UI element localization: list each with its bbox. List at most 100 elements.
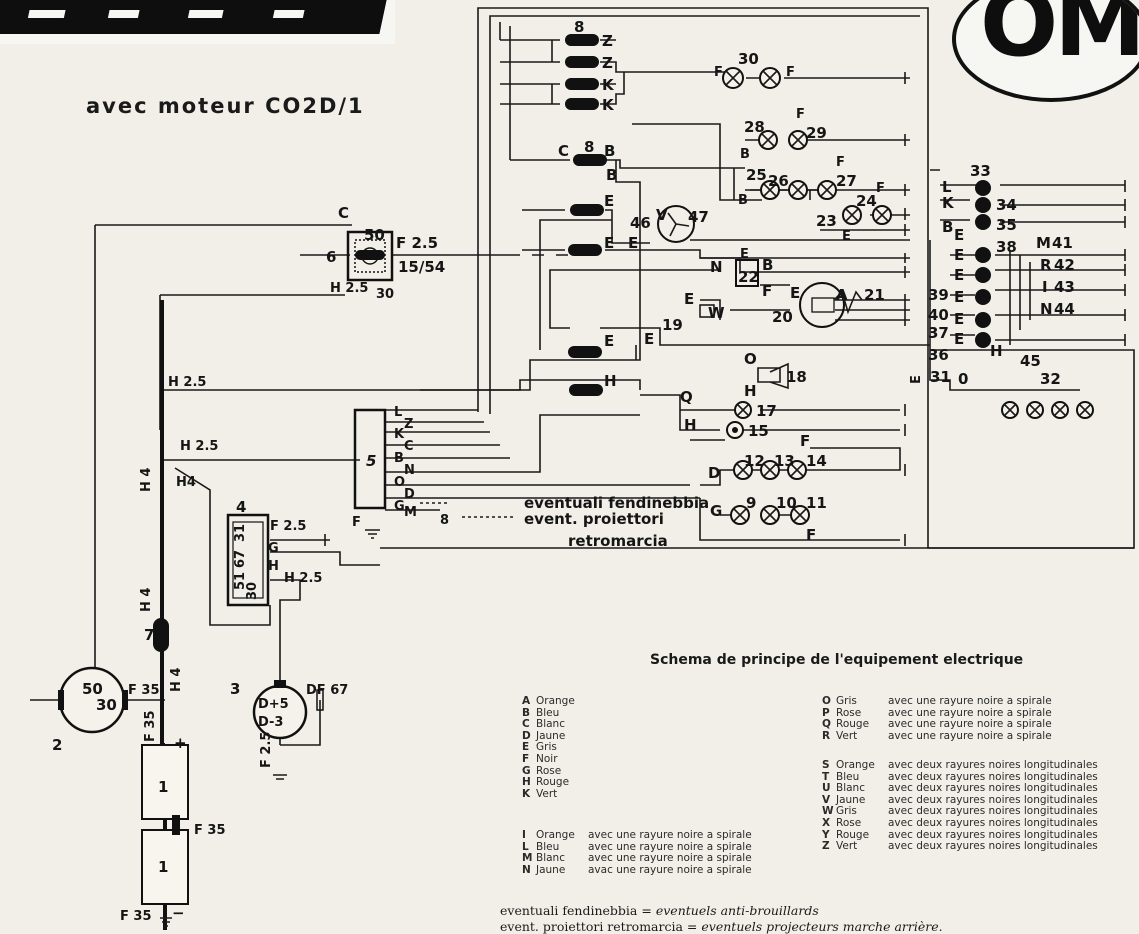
label-c8-k1: K [602,76,615,94]
label-c8b-b: B [604,142,615,160]
label-h-mid: H [604,372,617,390]
label-e-mid: E [644,330,654,348]
legend-color: Blanc [536,718,565,731]
label-47: 47 [688,208,709,226]
label-f28: F [796,107,805,122]
label-h45: H [990,342,1003,360]
label-4: 4 [236,498,246,516]
legend-color: Orange [536,695,575,707]
label-c8b-c: C [558,142,569,160]
label-retromarcia: retromarcia [568,532,668,550]
label-h18: H [744,382,757,400]
label-9: 9 [746,494,756,512]
label-26: 26 [768,172,789,190]
terminal-arrows [273,72,1126,780]
label-v46: V [656,206,668,224]
label-f25-gen: F 2.5 [259,732,274,768]
label-f9: F [806,526,816,544]
label-40: 40 [928,306,949,324]
label-n22: N [710,258,723,276]
legend-desc: avec deux rayures noires longitudinales [888,805,1098,818]
label-e-side: E [909,375,924,384]
accessory-dashed-lines [420,502,515,518]
pin-5-g: G [394,499,405,514]
label-f35-c: F 35 [194,823,226,838]
label-c-top: C [338,204,349,222]
label-10: 10 [776,494,797,512]
label-r67: 67 [233,550,248,568]
label-f35-a: F 35 [128,683,160,698]
label-34: 34 [996,196,1017,214]
legend-desc: avec une rayure noire a spirale [888,729,1052,742]
label-h4-c: H 4 [139,588,154,612]
legend-desc: avec une rayure noire a spirale [888,706,1052,719]
legend-desc: avec deux rayures noires longitudinales [888,770,1098,783]
pin-5-o: O [394,475,405,490]
label-17: 17 [756,402,777,420]
label-e20: E [790,284,800,302]
label-r42: R [1040,256,1052,274]
label-f-under5: F [352,515,361,530]
pin-5-z: Z [404,417,413,432]
label-37: 37 [928,324,949,342]
label-fendinebbia: eventuali fendinebbia [524,494,709,512]
legend-desc: avac une rayure noire a spirale [588,863,752,876]
legend-code: X [822,816,831,829]
label-b35: B [942,218,953,236]
label-h25-a: H 2.5 [168,375,206,390]
label-45: 45 [1020,352,1041,370]
legend-color: Noir [536,752,558,765]
legend-desc: avec deux rayures noires longitudinales [888,840,1098,853]
pin-5-n: N [404,463,415,478]
label-e38b: E [954,266,964,284]
components [58,205,863,927]
label-dplus: D+5 [258,697,289,712]
legend-desc: avec deux rayures noires longitudinales [888,759,1098,771]
label-28: 28 [744,118,765,136]
label-e23: E [842,229,851,244]
label-r31: 31 [233,524,248,542]
label-b28: B [740,147,750,162]
pin-5-c: C [404,439,414,454]
label-plus: + [174,734,187,752]
wires [30,7,1135,746]
label-df67: DF 67 [306,683,348,698]
legend-code: C [522,718,530,731]
label-e-8d: E [604,234,614,252]
label-f-l30a: F [714,65,723,80]
om-logo: OM [952,0,1139,102]
label-minus: − [172,904,185,922]
label-f35-d: F 35 [120,909,152,924]
legend-color: Orange [836,759,875,771]
label-20: 20 [772,308,793,326]
legend-code: H [522,776,531,789]
legend-color: Gris [836,805,857,818]
label-f24: F [876,181,885,196]
legend-code: L [522,840,529,853]
label-n44: N [1040,300,1053,318]
label-q17: Q [680,388,693,406]
legend-code: U [822,782,831,795]
legend-desc: avec deux rayures noires longitudinales [888,782,1098,795]
label-8-bottom: 8 [440,513,449,528]
label-battery-1a: 1 [158,778,168,796]
label-r30: 30 [245,582,260,600]
legend-code: E [522,741,530,754]
label-h25-switch: H 2.5 [330,281,368,296]
